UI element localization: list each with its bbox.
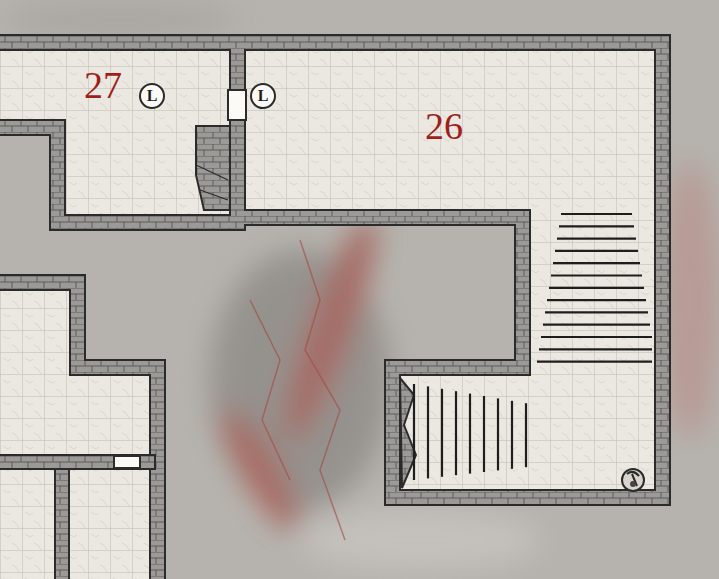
light-label: L [147,88,158,104]
room-number: 26 [425,107,463,145]
room-number: 27 [84,66,122,104]
light-marker: L [139,83,165,109]
room-area: 26 L [245,50,655,210]
light-marker: L [250,83,276,109]
light-label: L [258,88,269,104]
room-area: 27L [20,50,230,215]
